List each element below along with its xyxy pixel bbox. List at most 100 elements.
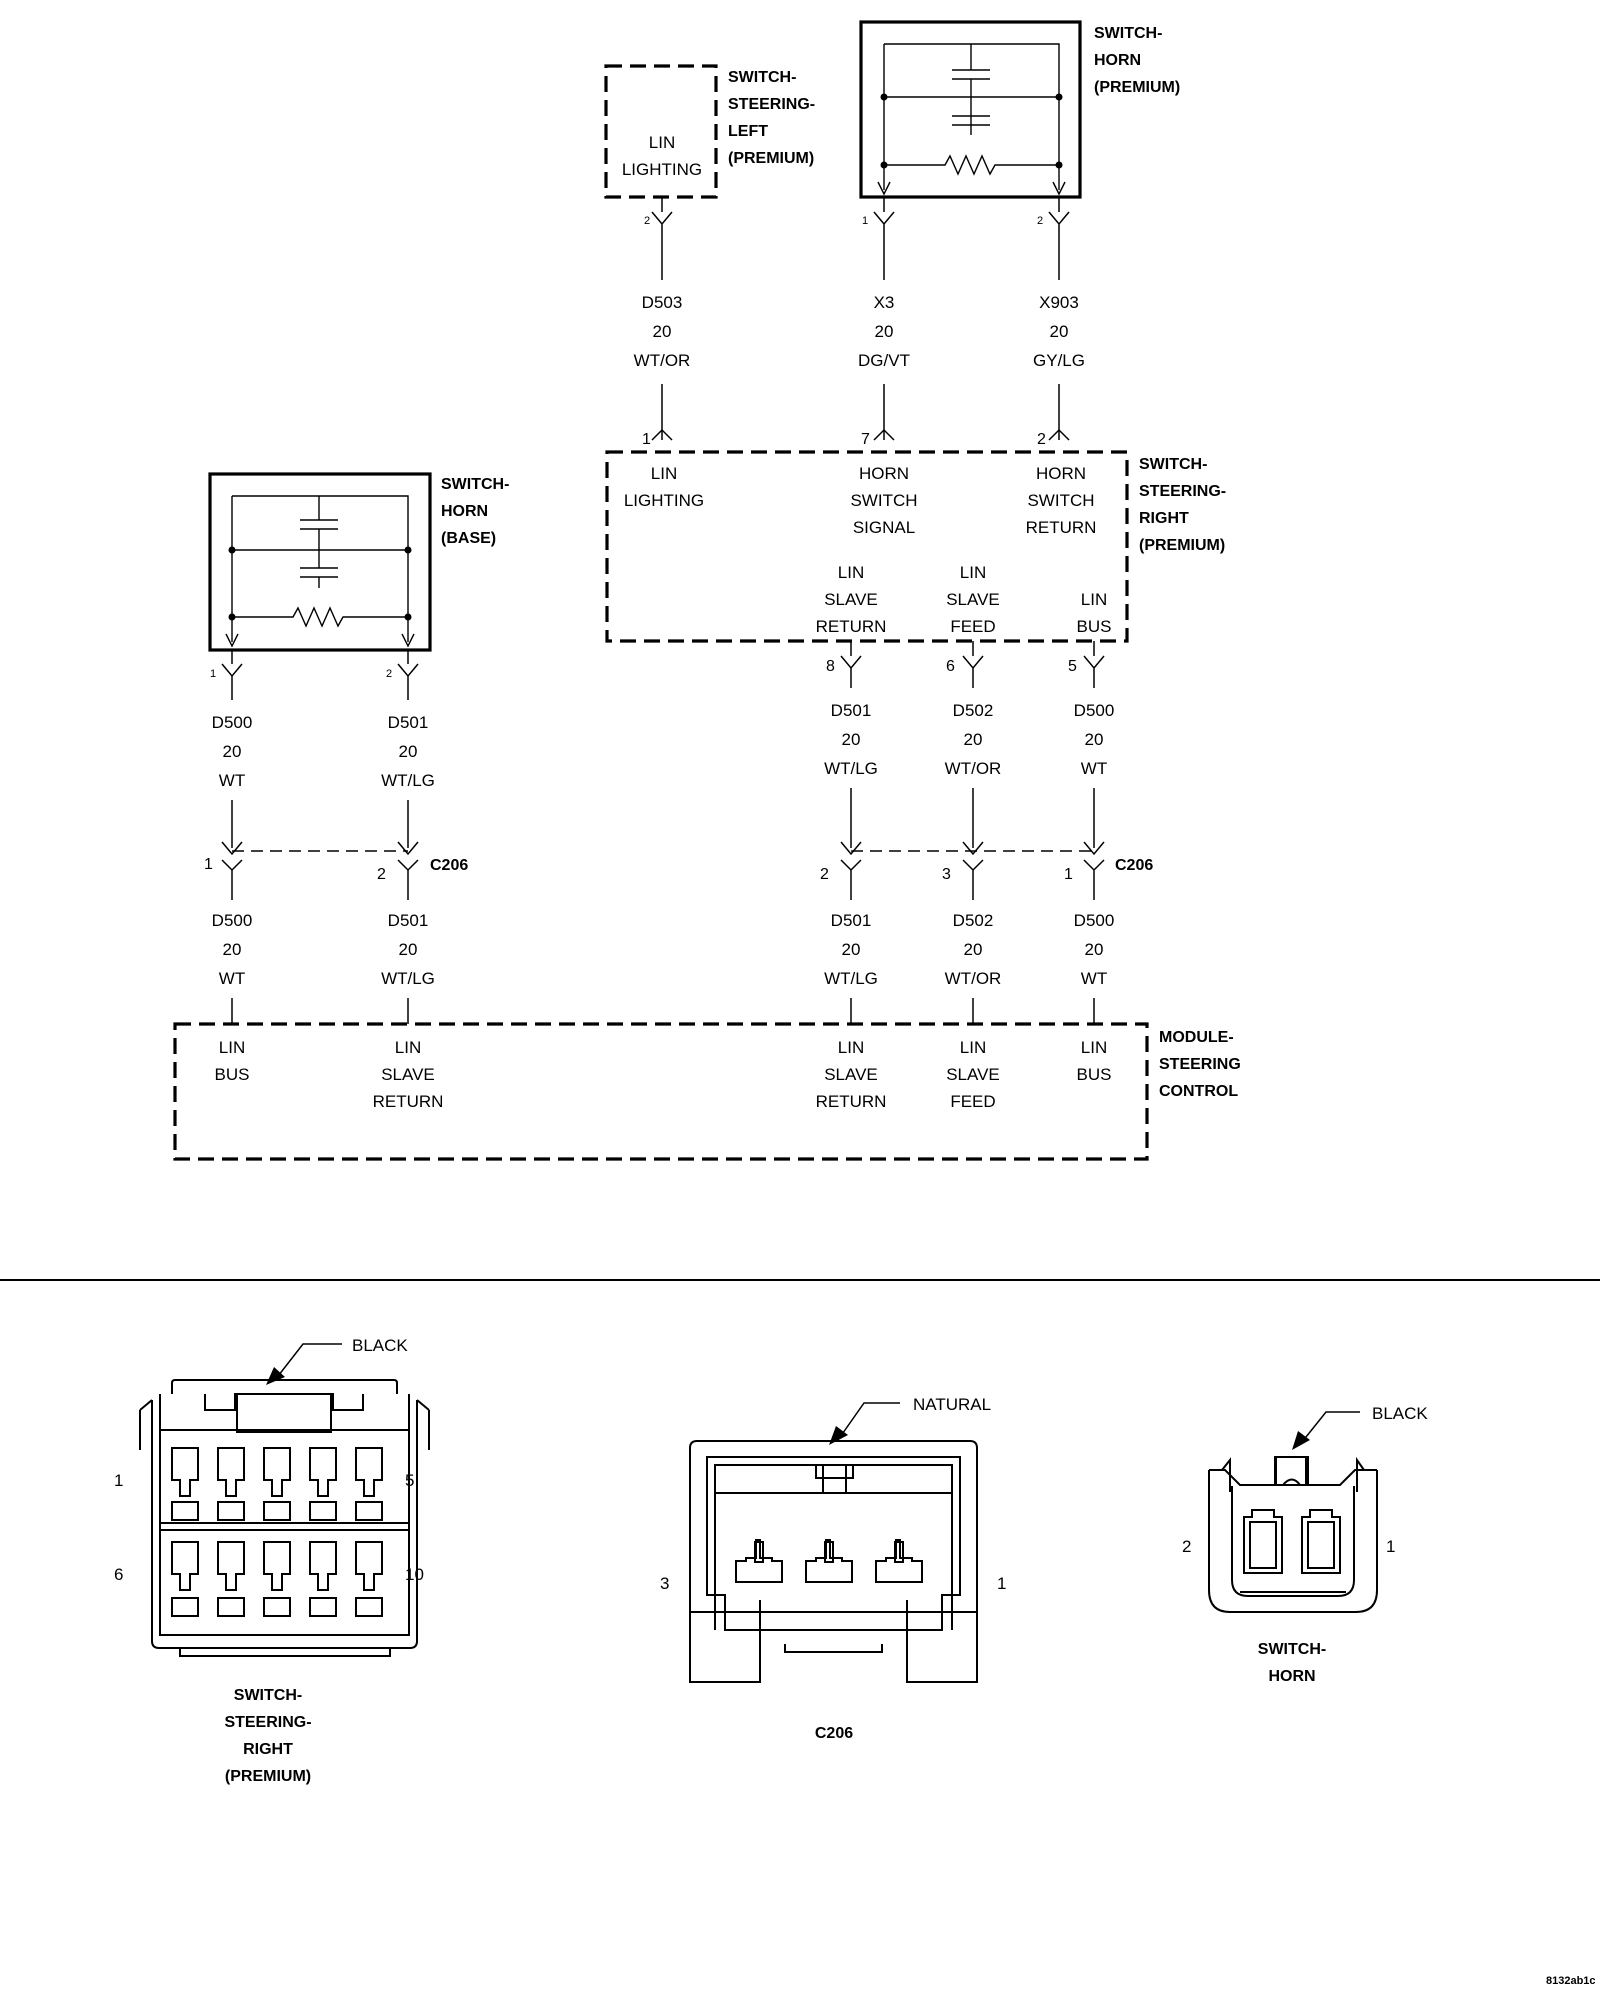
pin-function-label: LIN — [1081, 590, 1107, 609]
horn-switch-premium: SWITCH- HORN (PREMIUM) 1 2 — [859, 20, 1180, 280]
wire-color: WT — [219, 771, 245, 790]
right-switch-title-1: SWITCH- — [1139, 456, 1207, 473]
view-caption: (PREMIUM) — [225, 1768, 311, 1785]
module-title-1: MODULE- — [1159, 1029, 1234, 1046]
wire-gauge: 20 — [1085, 940, 1104, 959]
pin-function-label: SLAVE — [946, 1065, 1000, 1084]
right-switch-top-pin: 7 — [861, 431, 870, 448]
wire-gauge: 20 — [964, 730, 983, 749]
c206-right-pin: 3 — [942, 866, 951, 883]
horn-premium-title-3: (PREMIUM) — [1094, 79, 1180, 96]
cavity-number: 2 — [1182, 1537, 1191, 1556]
view-caption: SWITCH- — [234, 1687, 302, 1704]
wire-gauge: 20 — [875, 322, 894, 341]
pin-function-label: HORN — [859, 464, 909, 483]
left-switch-title-1: SWITCH- — [728, 69, 796, 86]
horn-premium-title-2: HORN — [1094, 52, 1141, 69]
wire-color: DG/VT — [858, 351, 910, 370]
module-box — [173, 1022, 1149, 1161]
left-switch-title-4: (PREMIUM) — [728, 150, 814, 167]
wire-color: WT — [219, 969, 245, 988]
horn-base-pin-right: 2 — [386, 668, 392, 680]
wire-color: WT/OR — [945, 759, 1002, 778]
left-switch-pin: 2 — [644, 215, 650, 227]
right-switch-bottom-pin: 8 — [826, 658, 835, 675]
horn-switch-connector-view: BLACK 2 1 SWITCH- HORN — [1182, 1404, 1428, 1685]
pin-function-label: HORN — [1036, 464, 1086, 483]
wire-color: WT/LG — [381, 771, 435, 790]
lower-wire-labels: D500 20 WT D501 20 WT/LG D501 20 WT/LG D… — [212, 911, 1114, 1024]
wire-color: WT/OR — [634, 351, 691, 370]
view-caption: SWITCH- — [1258, 1641, 1326, 1658]
pin-function-label: FEED — [950, 1092, 995, 1111]
horn-switch-base: SWITCH- HORN (BASE) 1 2 — [208, 472, 509, 700]
pin-function-label: SWITCH — [1027, 491, 1094, 510]
figure-id: 8132ab1c — [1546, 1975, 1596, 1987]
c206-label-left: C206 — [430, 857, 468, 874]
wire-color: GY/LG — [1033, 351, 1085, 370]
top-wire-labels: D503 20 WT/OR X3 20 DG/VT X903 20 GY/LG — [634, 293, 1085, 441]
wire-circuit: D502 — [953, 911, 994, 930]
male-terminal-symbol — [651, 428, 1070, 441]
pin-function-label: LIN — [838, 563, 864, 582]
upper-wire-labels: D500 20 WT D501 20 WT/LG D501 20 WT/LG D… — [212, 701, 1115, 790]
female-terminal-symbol — [840, 641, 1105, 688]
wire-circuit: D503 — [642, 293, 683, 312]
steering-control-module: LIN BUS LIN SLAVE RETURN LIN SLAVE RETUR… — [173, 1022, 1241, 1161]
c206-connector-view: NATURAL 3 1 C206 — [660, 1395, 1006, 1742]
wire-gauge: 20 — [399, 940, 418, 959]
wire-gauge: 20 — [223, 742, 242, 761]
pin-function-label: LIN — [395, 1038, 421, 1057]
view-caption: RIGHT — [243, 1741, 293, 1758]
pin-function-label: RETURN — [816, 617, 887, 636]
right-switch-top-pin: 1 — [642, 431, 651, 448]
c206-color-label: NATURAL — [913, 1395, 991, 1414]
horn-base-title-3: (BASE) — [441, 530, 496, 547]
cavity-number: 1 — [1386, 1537, 1395, 1556]
pin-function-label: SLAVE — [946, 590, 1000, 609]
right-switch-title-4: (PREMIUM) — [1139, 537, 1225, 554]
horn-premium-pin-left: 1 — [862, 215, 868, 227]
wire-gauge: 20 — [1085, 730, 1104, 749]
horn-color-label: BLACK — [1372, 1404, 1428, 1423]
wire-color: WT — [1081, 969, 1107, 988]
wire-circuit: D500 — [212, 713, 253, 732]
cavity-number: 3 — [660, 1574, 669, 1593]
c206-right-pin: 1 — [1064, 866, 1073, 883]
wire-circuit: D500 — [212, 911, 253, 930]
wire-circuit: D500 — [1074, 701, 1115, 720]
pin-function-label: LIN — [219, 1038, 245, 1057]
wire-color: WT/LG — [824, 969, 878, 988]
left-switch-box — [604, 64, 718, 199]
wire-gauge: 20 — [399, 742, 418, 761]
cavity-number: 5 — [405, 1471, 414, 1490]
right-switch-box — [605, 450, 1129, 643]
left-steering-switch: LIN LIGHTING SWITCH- STEERING- LEFT (PRE… — [604, 64, 815, 280]
pin-function-label: RETURN — [816, 1092, 887, 1111]
wire-gauge: 20 — [964, 940, 983, 959]
wire-color: WT/LG — [381, 969, 435, 988]
right-switch-title-2: STEERING- — [1139, 483, 1226, 500]
pin-function-label: SLAVE — [824, 1065, 878, 1084]
wire-gauge: 20 — [1050, 322, 1069, 341]
cavity-number: 1 — [997, 1574, 1006, 1593]
view-caption: HORN — [1268, 1668, 1315, 1685]
right-switch-bottom-pin: 6 — [946, 658, 955, 675]
wire-circuit: D501 — [831, 701, 872, 720]
right-switch-top-pin: 2 — [1037, 431, 1046, 448]
pin-function-label: SLAVE — [381, 1065, 435, 1084]
wire-circuit: D501 — [388, 713, 429, 732]
wire-color: WT — [1081, 759, 1107, 778]
wire-gauge: 20 — [653, 322, 672, 341]
pin-function-label: RETURN — [1026, 518, 1097, 537]
c206-label-right: C206 — [1115, 857, 1153, 874]
left-switch-title-2: STEERING- — [728, 96, 815, 113]
wire-circuit: X903 — [1039, 293, 1079, 312]
left-switch-inner-line-2: LIGHTING — [622, 160, 702, 179]
pin-function-label: BUS — [215, 1065, 250, 1084]
wire-gauge: 20 — [842, 940, 861, 959]
pin-function-label: LIN — [651, 464, 677, 483]
wire-circuit: D501 — [388, 911, 429, 930]
wire-circuit: D502 — [953, 701, 994, 720]
